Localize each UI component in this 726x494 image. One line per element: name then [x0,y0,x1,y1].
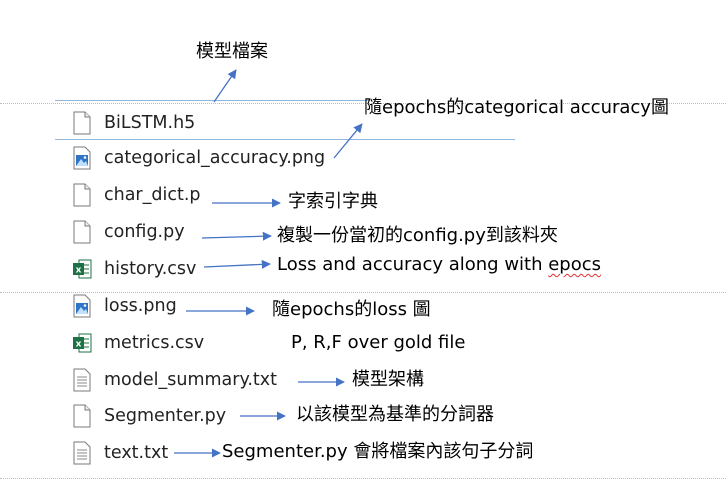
selection-top-line [55,100,370,101]
file-name: config.py [104,222,185,242]
annotation-char-dict: 字索引字典 [288,191,378,212]
annotation-model-summary: 模型架構 [352,369,424,390]
dotted-guide-line [0,103,726,104]
file-row-char-dict[interactable]: char_dict.p [72,180,201,210]
file-name: text.txt [104,443,169,463]
excel-file-icon: x [72,257,92,281]
svg-text:x: x [76,266,82,276]
arrow-config [201,231,272,241]
file-name: history.csv [104,259,197,279]
file-name: BiLSTM.h5 [104,113,196,133]
svg-text:x: x [76,340,82,350]
image-file-icon [72,294,92,318]
file-name: char_dict.p [104,185,201,205]
annotation-history: Loss and accuracy along with epocs [277,256,601,274]
annotation-history-text: Loss and accuracy along with [277,254,549,275]
text-file-icon [72,368,92,392]
file-row-model-summary[interactable]: model_summary.txt [72,365,277,395]
blank-file-icon [72,220,92,244]
file-name: Segmenter.py [104,406,227,426]
file-row-text[interactable]: text.txt [72,438,168,468]
blank-file-icon [72,183,92,207]
arrow-model-file [213,69,237,103]
file-name: loss.png [104,296,177,316]
file-row-config[interactable]: config.py [72,217,185,247]
annotation-loss: 隨epochs的loss 圖 [272,299,431,320]
blank-file-icon [72,111,92,135]
dotted-guide-line [0,292,726,293]
arrow-categorical-accuracy [333,123,363,159]
annotation-metrics: P, R,F over gold file [291,332,466,353]
file-row-loss[interactable]: loss.png [72,291,177,321]
text-file-icon [72,441,92,465]
annotation-text: Segmenter.py 會將檔案內該句子分詞 [222,441,534,462]
file-name: model_summary.txt [104,370,277,390]
file-row-history[interactable]: x history.csv [72,254,196,284]
file-row-bilstm[interactable]: BiLSTM.h5 [72,108,195,138]
dotted-guide-line [0,478,726,479]
image-file-icon [72,146,92,170]
arrow-history [203,259,271,269]
annotation-model-file: 模型檔案 [196,41,268,62]
annotation-categorical-accuracy: 隨epochs的categorical accuracy圖 [364,97,669,118]
excel-file-icon: x [72,331,92,355]
blank-file-icon [72,404,92,428]
annotation-segmenter: 以該模型為基準的分詞器 [296,404,494,425]
file-row-segmenter[interactable]: Segmenter.py [72,401,226,431]
file-name: metrics.csv [104,333,205,353]
annotation-config: 複製一份當初的config.py到該料夾 [277,225,558,246]
file-row-categorical-accuracy[interactable]: categorical_accuracy.png [72,143,325,173]
selection-bottom-line [55,139,515,140]
file-name: categorical_accuracy.png [104,148,326,168]
misspelled-word: epocs [548,254,602,275]
file-row-metrics[interactable]: x metrics.csv [72,328,204,358]
